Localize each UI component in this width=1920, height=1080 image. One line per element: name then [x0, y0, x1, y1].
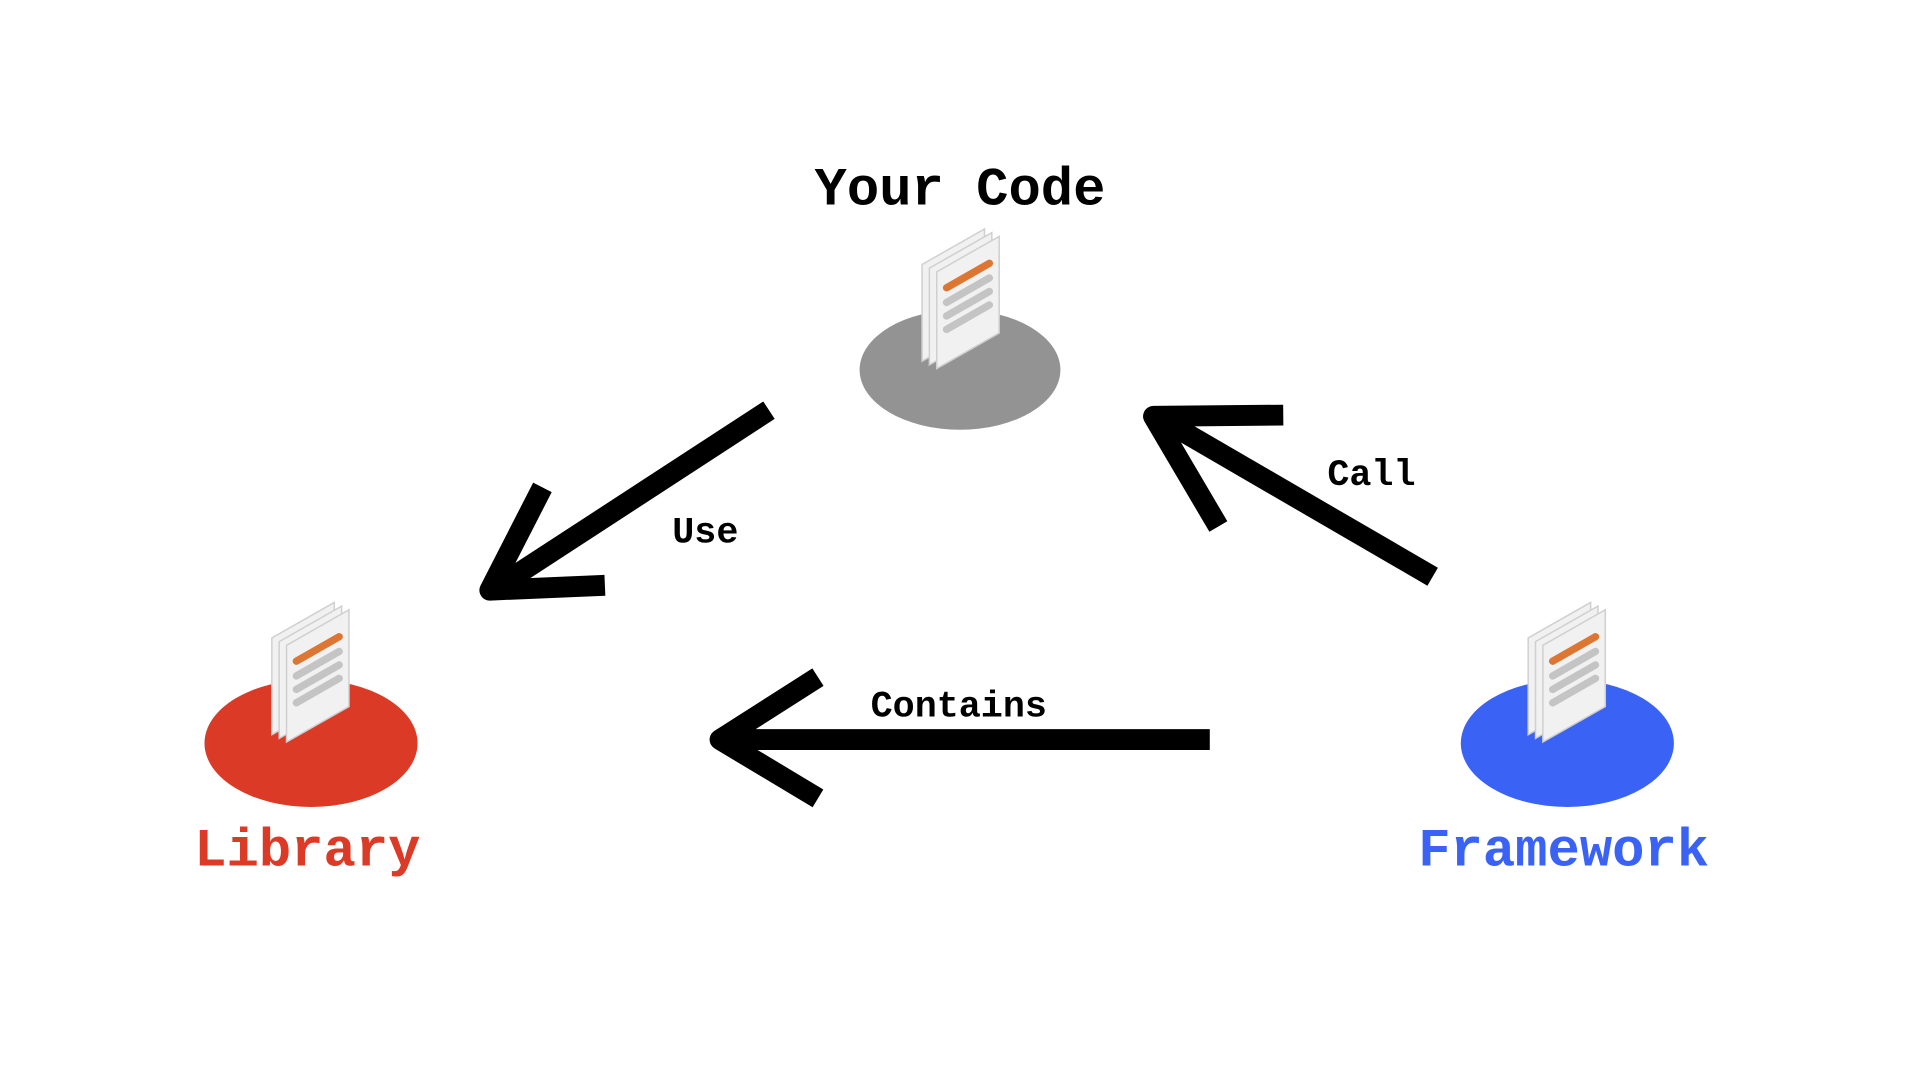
library-label: Library: [194, 822, 420, 883]
arrow-call: [1143, 404, 1438, 586]
arrow-call-head: [1143, 404, 1284, 532]
your-code-label: Your Code: [815, 160, 1106, 221]
edge-label-use: Use: [672, 512, 738, 554]
arrow-use: [479, 401, 775, 601]
arrow-use-head: [479, 482, 606, 601]
node-library: Library: [194, 602, 420, 883]
arrow-contains-head: [709, 668, 824, 808]
arrow-contains: [709, 668, 1210, 808]
framework-platform: [1460, 679, 1674, 807]
library-platform: [204, 679, 418, 807]
node-framework: Framework: [1418, 602, 1709, 883]
framework-label: Framework: [1418, 822, 1709, 883]
edge-label-call: Call: [1327, 455, 1415, 497]
arrow-use-shaft: [496, 401, 775, 593]
node-your-code: Your Code: [815, 160, 1106, 430]
edge-label-contains: Contains: [871, 686, 1047, 728]
your-code-platform: [859, 309, 1061, 430]
arrow-call-shaft: [1155, 409, 1438, 586]
